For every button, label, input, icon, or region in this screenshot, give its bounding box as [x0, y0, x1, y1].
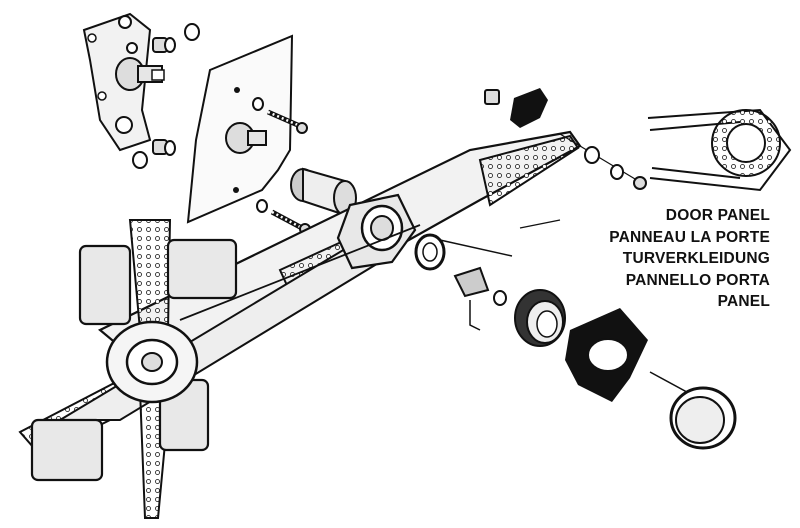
door-panel-callout: DOOR PANEL PANNEAU LA PORTE TURVERKLEIDU… — [560, 205, 770, 313]
callout-line-italian: PANNELLO PORTA — [625, 271, 770, 289]
gear-drum — [290, 167, 357, 217]
callout-leader — [519, 219, 561, 229]
pivot-pins — [414, 233, 513, 331]
escutcheon-plate — [565, 308, 648, 402]
knob-cap — [649, 371, 737, 450]
spring-bushing — [514, 289, 566, 347]
door-panel-section — [186, 34, 294, 224]
sprocket-detail-inset — [647, 108, 792, 192]
connecting-rod — [179, 224, 421, 321]
callout-line-french: PANNEAU LA PORTE — [609, 228, 770, 246]
callout-line-german: TURVERKLEIDUNG — [622, 250, 770, 267]
spacer-bushings — [132, 23, 200, 169]
callout-line-spanish: PANEL — [717, 293, 770, 310]
center-pivot-disc — [105, 320, 199, 404]
mounting-bracket-plate — [82, 12, 165, 152]
motor-housing — [30, 238, 238, 482]
retaining-clip — [484, 88, 647, 190]
callout-line-english: DOOR PANEL — [665, 207, 770, 224]
